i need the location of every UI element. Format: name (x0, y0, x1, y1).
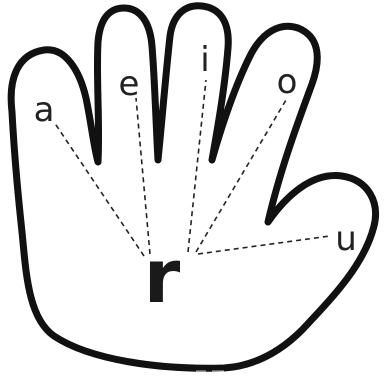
vowel-e: e (119, 64, 140, 104)
vowel-u: u (335, 219, 357, 259)
consonant-r: r (144, 234, 181, 320)
hand-outline (11, 6, 375, 368)
vowel-o: o (277, 62, 298, 102)
vowel-i: i (200, 40, 209, 80)
vowel-a: a (34, 90, 55, 130)
